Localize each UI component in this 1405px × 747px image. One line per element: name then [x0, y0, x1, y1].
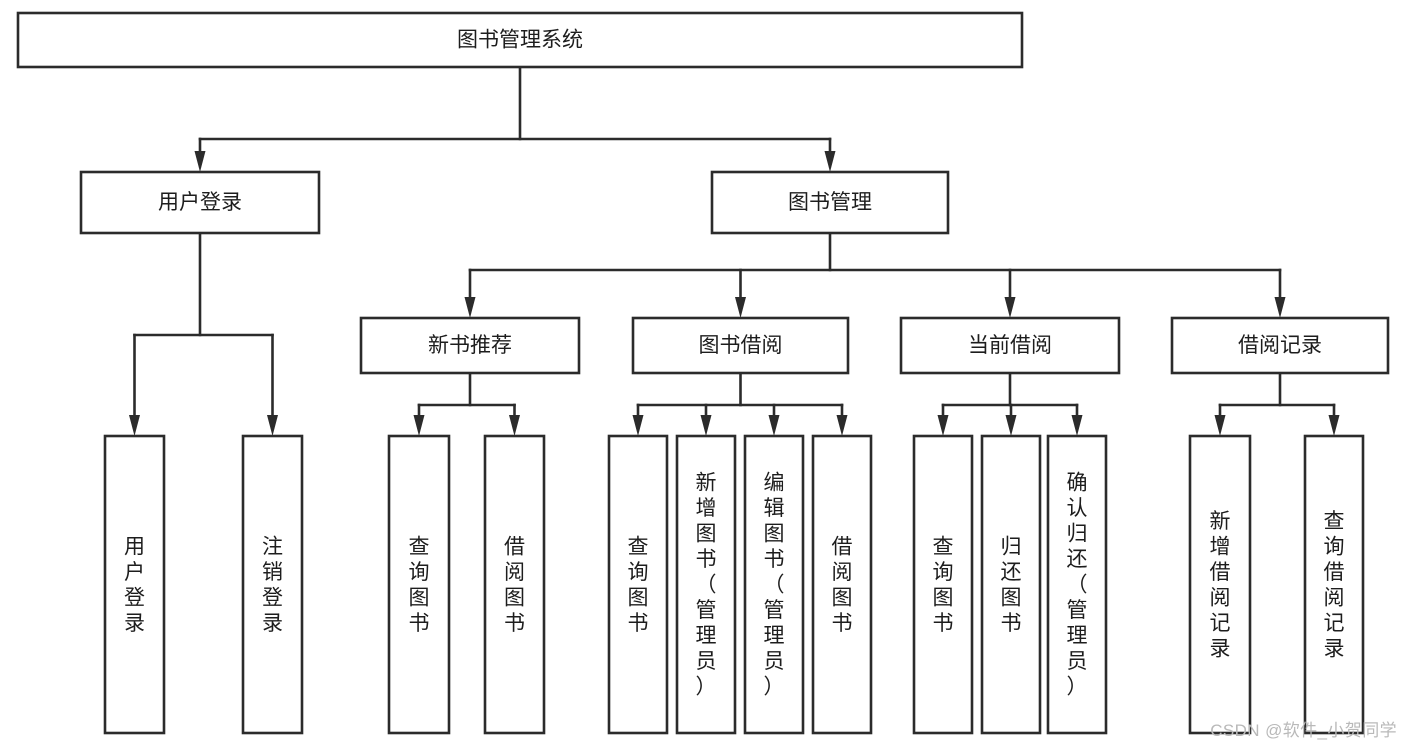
node-box-fn-edit-book — [743, 434, 805, 735]
node-fn-query-book-3[interactable]: 查询图书 — [912, 434, 974, 735]
node-label-fn-add-record: 新增借阅记录 — [1210, 510, 1231, 661]
node-box-fn-user-logout — [241, 434, 304, 735]
node-label-fn-confirm-return: 确认归还（管理员） — [1067, 472, 1088, 699]
node-fn-borrow-book-2[interactable]: 借阅图书 — [811, 434, 873, 735]
node-box-fn-query-record — [1303, 434, 1365, 735]
connector-arrowhead — [700, 415, 712, 436]
node-borrow-record[interactable]: 借阅记录 — [1170, 316, 1390, 375]
node-fn-query-book-1[interactable]: 查询图书 — [387, 434, 451, 735]
node-current-borrow[interactable]: 当前借阅 — [899, 316, 1121, 375]
node-label-user-login: 用户登录 — [158, 191, 242, 214]
node-box-fn-confirm-return — [1046, 434, 1108, 735]
edge-group-user-login — [129, 231, 278, 436]
node-label-fn-user-login: 用户登录 — [124, 535, 145, 635]
node-root[interactable]: 图书管理系统 — [16, 11, 1024, 69]
node-book-borrow[interactable]: 图书借阅 — [631, 316, 850, 375]
connector-arrowhead — [1005, 415, 1017, 436]
node-box-fn-add-book — [675, 434, 737, 735]
connector-arrowhead — [1071, 415, 1083, 436]
edge-group-root — [194, 65, 836, 172]
node-box-current-borrow — [899, 316, 1121, 375]
node-label-book-borrow: 图书借阅 — [699, 334, 783, 357]
connector-arrowhead — [937, 415, 949, 436]
edge-group-new-book-rec — [413, 371, 520, 436]
connector-arrowhead — [267, 415, 278, 436]
edge-group-current-borrow — [937, 371, 1083, 436]
connector-arrowhead — [768, 415, 780, 436]
node-label-new-book-rec: 新书推荐 — [428, 334, 512, 357]
node-fn-query-book-2[interactable]: 查询图书 — [607, 434, 669, 735]
node-label-borrow-record: 借阅记录 — [1238, 334, 1322, 357]
node-new-book-rec[interactable]: 新书推荐 — [359, 316, 581, 375]
connector-arrowhead — [632, 415, 644, 436]
node-fn-add-book[interactable]: 新增图书（管理员） — [675, 434, 737, 735]
watermark-text: CSDN @软件_小贺同学 — [1210, 721, 1397, 740]
node-fn-query-record[interactable]: 查询借阅记录 — [1303, 434, 1365, 735]
node-box-book-borrow — [631, 316, 850, 375]
node-box-fn-add-record — [1188, 434, 1252, 735]
node-box-fn-query-book-2 — [607, 434, 669, 735]
node-fn-edit-book[interactable]: 编辑图书（管理员） — [743, 434, 805, 735]
connector-arrowhead — [1328, 415, 1340, 436]
node-label-fn-add-book: 新增图书（管理员） — [696, 472, 717, 699]
node-label-fn-borrow-book-1: 借阅图书 — [504, 535, 525, 635]
node-label-fn-return-book: 归还图书 — [1001, 535, 1022, 635]
connector-arrowhead — [464, 297, 476, 318]
node-user-login[interactable]: 用户登录 — [79, 170, 321, 235]
node-label-root: 图书管理系统 — [457, 29, 583, 52]
connector-arrowhead — [824, 151, 836, 172]
node-label-fn-query-record: 查询借阅记录 — [1324, 510, 1345, 661]
connector-arrowhead — [836, 415, 848, 436]
connector-arrowhead — [413, 415, 425, 436]
node-fn-return-book[interactable]: 归还图书 — [980, 434, 1042, 735]
node-box-borrow-record — [1170, 316, 1390, 375]
edge-group-book-manage — [464, 231, 1286, 318]
node-fn-confirm-return[interactable]: 确认归还（管理员） — [1046, 434, 1108, 735]
connector-arrowhead — [1004, 297, 1016, 318]
node-box-book-manage — [710, 170, 950, 235]
node-box-fn-user-login — [103, 434, 166, 735]
connector-arrowhead — [129, 415, 140, 436]
edge-group-borrow-record — [1214, 371, 1340, 436]
node-box-fn-borrow-book-2 — [811, 434, 873, 735]
node-label-fn-query-book-3: 查询图书 — [933, 535, 954, 635]
node-label-fn-borrow-book-2: 借阅图书 — [832, 535, 853, 635]
node-fn-borrow-book-1[interactable]: 借阅图书 — [483, 434, 546, 735]
node-label-fn-user-logout: 注销登录 — [262, 535, 283, 635]
node-box-fn-return-book — [980, 434, 1042, 735]
edge-group-book-borrow — [632, 371, 848, 436]
node-book-manage[interactable]: 图书管理 — [710, 170, 950, 235]
node-label-fn-query-book-1: 查询图书 — [409, 535, 430, 635]
node-box-user-login — [79, 170, 321, 235]
node-fn-add-record[interactable]: 新增借阅记录 — [1188, 434, 1252, 735]
node-box-fn-borrow-book-1 — [483, 434, 546, 735]
connector-arrowhead — [735, 297, 746, 318]
node-box-root — [16, 11, 1024, 69]
connector-arrowhead — [194, 151, 206, 172]
node-label-current-borrow: 当前借阅 — [968, 334, 1052, 357]
node-label-book-manage: 图书管理 — [788, 191, 872, 214]
connector-arrowhead — [509, 415, 520, 436]
node-box-new-book-rec — [359, 316, 581, 375]
connector-arrowhead — [1214, 415, 1226, 436]
connector-arrowhead — [1274, 297, 1286, 318]
node-fn-user-logout[interactable]: 注销登录 — [241, 434, 304, 735]
node-fn-user-login[interactable]: 用户登录 — [103, 434, 166, 735]
node-label-fn-query-book-2: 查询图书 — [628, 535, 649, 635]
node-box-fn-query-book-3 — [912, 434, 974, 735]
node-box-fn-query-book-1 — [387, 434, 451, 735]
node-label-fn-edit-book: 编辑图书（管理员） — [764, 472, 785, 699]
